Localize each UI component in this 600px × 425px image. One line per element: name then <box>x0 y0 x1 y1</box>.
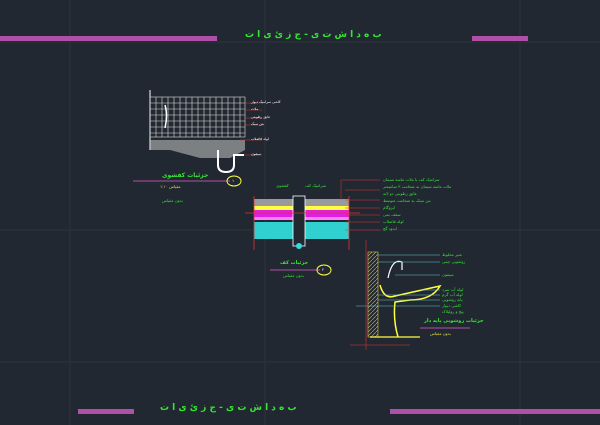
sink-label: کاشی سرامیک دیوار <box>251 100 281 104</box>
sheet-title-bottom: ب ه د ا ش ت ی - ج ز ئ ی ا ت <box>160 403 297 413</box>
sink-scale-note: مقیاس ۱:۱۰ <box>160 184 181 189</box>
floor-label: لوله فاضلاب <box>383 219 404 224</box>
basin-subcaption: بدون مقیاس <box>430 331 451 336</box>
basin-label: لوله آب سرد <box>442 287 464 292</box>
floor-subcaption: بدون مقیاس <box>283 273 304 278</box>
basin-label: پایه روشویی <box>442 297 463 302</box>
floor-label: بتن سبک به ضخامت متوسط <box>383 198 431 203</box>
sink-detail-drawing[interactable] <box>133 90 262 187</box>
basin-detail-drawing[interactable] <box>350 240 470 350</box>
floor-top-label: کفشوی <box>276 183 289 188</box>
floor-label: سرامیک کف با ملات ماسه سیمان <box>383 177 440 182</box>
sink-label: لوله فاضلاب <box>251 137 270 141</box>
title-bars <box>0 36 600 414</box>
basin-label: روشویی چینی <box>442 259 466 264</box>
floor-label: عایق رطوبتی دو لایه <box>383 191 417 196</box>
sheet-title-top: ب ه د ا ش ت ی - ج ز ئ ی ا ت <box>245 30 382 40</box>
floor-callout: ۲ <box>322 267 325 272</box>
sink-label: بتن سبک <box>251 122 264 126</box>
floor-label: ملات ماسه سیمان به ضخامت ۳ سانتیمتر <box>383 184 452 189</box>
sink-caption: جزئیات کفشوی <box>162 172 209 179</box>
basin-label: لوله آب گرم <box>442 292 463 297</box>
basin-label: شیر مخلوط <box>442 252 462 257</box>
floor-label: سقف بتنی <box>383 212 401 217</box>
sink-label: ملات <box>251 107 259 111</box>
basin-caption: جزئیات روشویی پایه دار <box>424 318 484 324</box>
basin-label: کاشی دیوار <box>442 303 462 308</box>
sink-label: عایق رطوبتی <box>251 115 271 119</box>
floor-label: اندود گچ <box>383 226 397 231</box>
basin-label: پیچ و رولپلاک <box>442 309 464 314</box>
basin-label: سیفون <box>442 272 454 277</box>
sink-label: سیفون <box>251 152 262 156</box>
floor-detail-drawing[interactable] <box>245 179 380 276</box>
floor-label: ایزوگام <box>383 205 395 210</box>
floor-top-label: سرامیک کف <box>305 183 326 188</box>
sink-subcaption: بدون مقیاس <box>162 198 183 203</box>
sink-callout: ۱ <box>232 178 235 183</box>
floor-caption: جزئیات کف <box>280 260 309 266</box>
